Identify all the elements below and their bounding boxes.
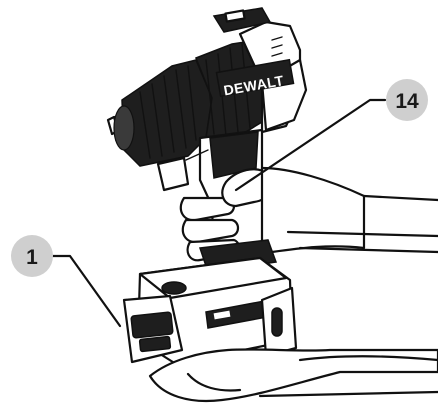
callout-14-badge (386, 79, 428, 121)
left-hand (148, 348, 438, 403)
callout-14-number: 14 (395, 90, 419, 113)
battery-pack (122, 239, 298, 366)
callout-14: 14 (234, 79, 428, 192)
right-hand (179, 166, 438, 262)
motor-housing: DEWALT (212, 7, 308, 134)
drill-chuck (106, 59, 213, 167)
callout-1-badge (11, 235, 53, 277)
callout-1-number: 1 (26, 246, 38, 269)
callout-1: 1 (11, 235, 122, 328)
